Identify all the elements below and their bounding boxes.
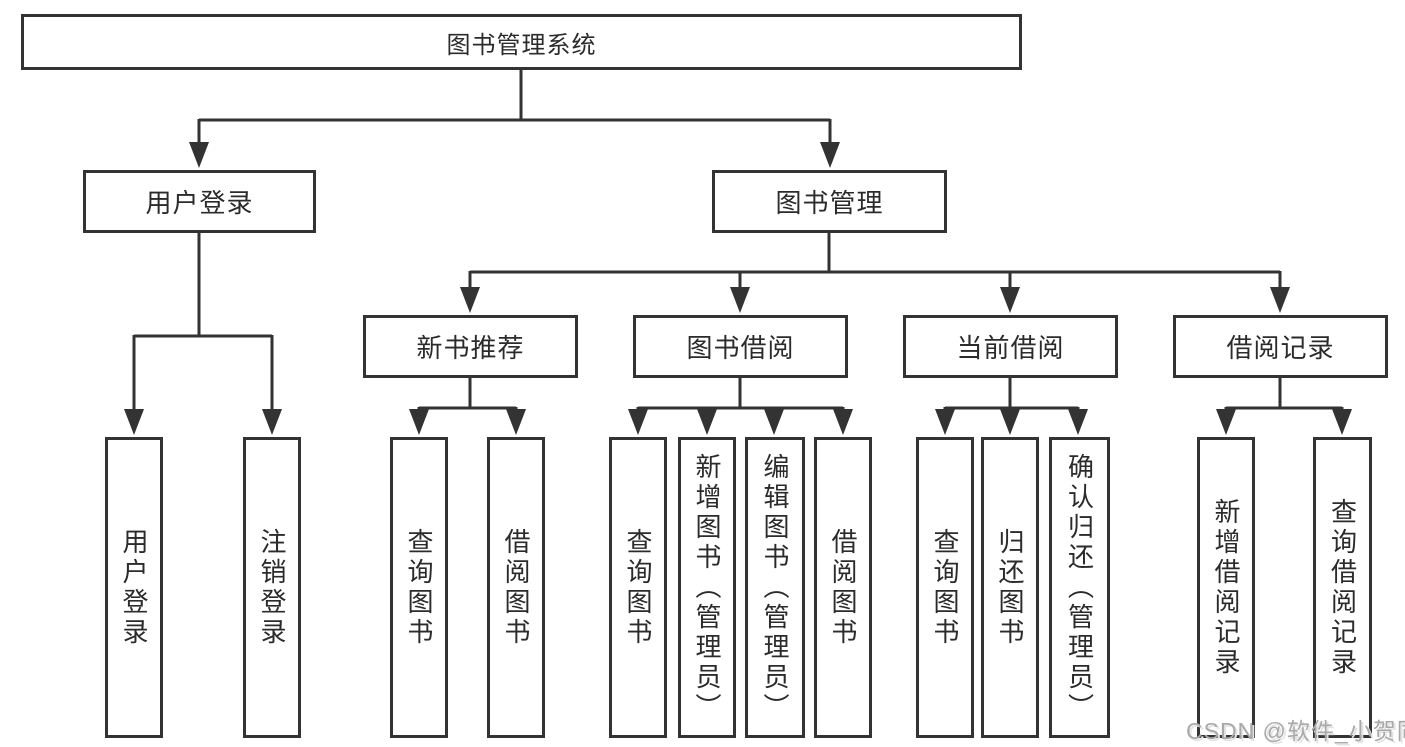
node-label: 编辑图书（管理员） [760,452,790,723]
node-label: 图书借阅 [686,333,795,363]
leaf-add-borrow-record: 新增借阅记录 [1197,437,1255,738]
node-label: 新增借阅记录 [1211,497,1241,678]
node-label: 借阅记录 [1226,333,1335,363]
node-current-borrowing: 当前借阅 [903,315,1118,378]
node-user-login: 用户登录 [83,170,316,233]
node-book-borrowing: 图书借阅 [633,315,848,378]
node-library-management-system: 图书管理系统 [21,14,1022,70]
leaf-add-book-admin: 新增图书（管理员） [678,437,736,738]
node-label: 注销登录 [257,527,287,648]
leaf-return-books: 归还图书 [981,437,1039,738]
node-label: 归还图书 [995,527,1025,648]
node-new-book-recommendation: 新书推荐 [363,315,578,378]
leaf-edit-book-admin: 编辑图书（管理员） [745,437,805,738]
node-label: 新书推荐 [416,333,525,363]
watermark: CSDN @软件_小贺同学 [1186,718,1405,744]
node-label: 查询借阅记录 [1327,497,1358,678]
leaf-query-books-recommend: 查询图书 [390,437,448,738]
node-borrowing-records: 借阅记录 [1173,315,1388,378]
node-label: 用户登录 [145,188,254,218]
leaf-borrow-books-borrowing: 借阅图书 [814,437,872,738]
node-label: 查询图书 [623,527,653,648]
node-label: 新增图书（管理员） [692,452,722,723]
node-label: 用户登录 [119,527,149,648]
node-book-management: 图书管理 [712,170,947,233]
leaf-query-books-borrowing: 查询图书 [609,437,667,738]
leaf-borrow-books-recommend: 借阅图书 [487,437,545,738]
node-label: 图书管理 [775,188,884,218]
node-label: 查询图书 [404,527,434,648]
leaf-logout: 注销登录 [243,437,301,738]
leaf-user-login: 用户登录 [105,437,163,738]
leaf-query-books-current: 查询图书 [916,437,974,738]
leaf-query-borrow-record: 查询借阅记录 [1313,437,1372,738]
node-label: 查询图书 [930,527,960,648]
node-label: 借阅图书 [501,527,531,648]
node-label: 当前借阅 [956,333,1065,363]
node-label: 确认归还（管理员） [1064,452,1095,723]
node-label: 借阅图书 [828,527,858,648]
node-label: 图书管理系统 [446,31,597,59]
leaf-confirm-return-admin: 确认归还（管理员） [1049,437,1110,738]
